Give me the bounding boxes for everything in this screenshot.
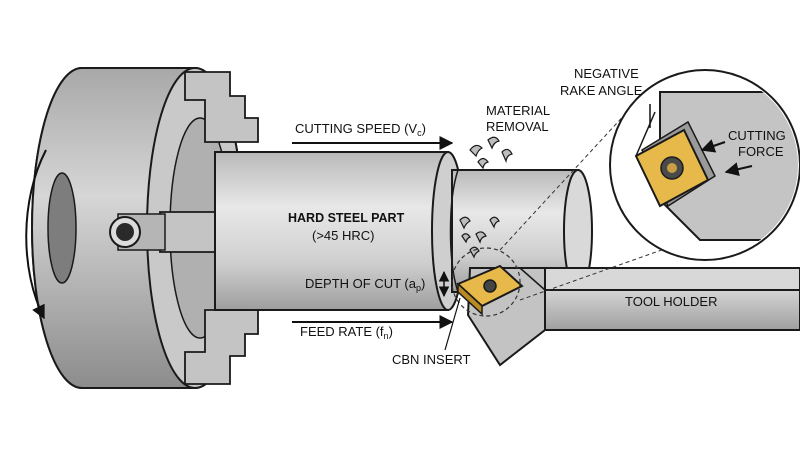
chip — [459, 216, 471, 230]
negative-rake-label-2: RAKE ANGLE — [560, 83, 643, 98]
tool-holder-label: TOOL HOLDER — [625, 294, 717, 309]
cbn-insert-pointer — [444, 297, 461, 351]
cutting-speed-label: CUTTING SPEED (Vc) — [295, 121, 426, 138]
chuck-hub — [47, 172, 77, 284]
chip — [487, 136, 500, 150]
tool-holder-edge — [519, 267, 546, 291]
cbn-insert — [456, 264, 524, 316]
magnified-inset — [609, 69, 800, 261]
chuck-jaw-top — [184, 71, 259, 143]
hard-steel-part — [214, 151, 593, 311]
negative-rake-label-1: NEGATIVE — [574, 66, 639, 81]
material-removal-label-1: MATERIAL — [486, 103, 550, 118]
cutting-force-label-2: FORCE — [738, 144, 784, 159]
part-name-label: HARD STEEL PART — [288, 211, 405, 225]
rotation-arrow — [25, 149, 47, 320]
chip — [477, 157, 490, 170]
cutting-zone-circle — [451, 247, 521, 317]
cbn-insert-label: CBN INSERT — [392, 352, 471, 367]
chip — [501, 148, 513, 164]
cutting-force-arrow-2 — [724, 162, 753, 176]
chuck-jaw-bottom — [184, 309, 259, 385]
rake-angle-line — [635, 111, 656, 157]
cutting-force-arrow — [700, 139, 726, 153]
feed-rate-label: FEED RATE (fn) — [300, 324, 393, 341]
part-hardness-label: (>45 HRC) — [312, 228, 375, 243]
cbn-insert-edge — [457, 282, 483, 316]
cutting-force-label-1: CUTTING — [728, 128, 786, 143]
chuck-key-hole-inner — [116, 223, 134, 241]
depth-of-cut-label: DEPTH OF CUT (ap) — [305, 276, 425, 293]
inset-insert-screw-core — [667, 163, 677, 173]
cbn-insert-screw — [483, 279, 497, 293]
chip — [489, 216, 500, 229]
material-chips — [459, 136, 513, 259]
chip — [475, 231, 487, 244]
tool-holder-top — [517, 267, 800, 291]
part-shoulder-edge — [449, 169, 459, 293]
material-removal-label-2: REMOVAL — [486, 119, 549, 134]
chip — [461, 233, 471, 244]
chip — [469, 144, 484, 158]
